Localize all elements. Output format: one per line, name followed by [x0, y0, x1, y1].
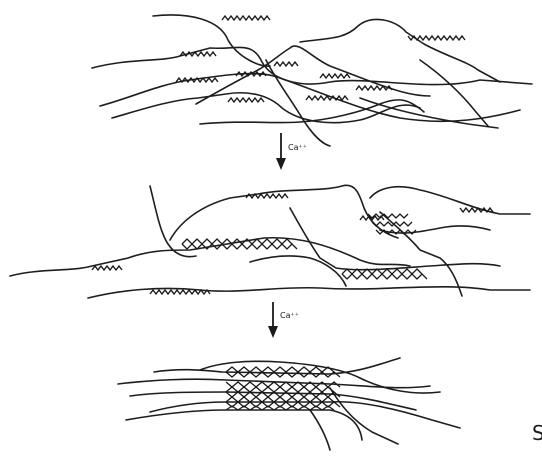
zigzag-block: [228, 98, 264, 102]
stage-3-crosslinked-bundle: [118, 358, 460, 450]
chain: [154, 358, 400, 374]
chain: [310, 410, 330, 450]
chain: [250, 256, 346, 286]
zigzag-block: [460, 208, 493, 212]
zigzag-block: [222, 16, 270, 20]
ion-label: Ca⁺⁺: [288, 143, 307, 152]
zigzag-block: [274, 62, 298, 66]
arrow-2: Ca⁺⁺: [268, 302, 299, 338]
diamond-row: [226, 387, 334, 392]
zigzag-block: [176, 78, 218, 82]
diamond-chain-upper: [182, 239, 292, 244]
chain: [92, 47, 532, 84]
cut-off-text: S: [532, 421, 542, 445]
zigzag-block: [320, 74, 350, 78]
chain: [200, 100, 424, 124]
diamond-chain-lower: [342, 274, 427, 279]
chain: [10, 238, 410, 276]
stage-2-partial-crosslinks: [10, 185, 530, 298]
ion-label: Ca⁺⁺: [280, 311, 299, 320]
arrowhead-icon: [276, 158, 286, 170]
egg-box-junction: [182, 239, 297, 249]
chain: [380, 212, 462, 296]
zigzag-block: [92, 266, 122, 270]
zigzag-block: [306, 96, 348, 100]
zigzag-block: [408, 36, 465, 40]
chain: [112, 93, 420, 123]
zigzag-block: [150, 290, 210, 294]
chain: [370, 187, 530, 214]
arrow-1: Ca⁺⁺: [276, 133, 307, 170]
chain: [300, 19, 500, 82]
diamond-row: [226, 367, 334, 372]
egg-box-junction: [342, 269, 427, 279]
chain: [170, 185, 398, 240]
chain: [126, 410, 362, 440]
arrowhead-icon: [268, 326, 278, 338]
stage-1-free-chains: [92, 15, 532, 146]
